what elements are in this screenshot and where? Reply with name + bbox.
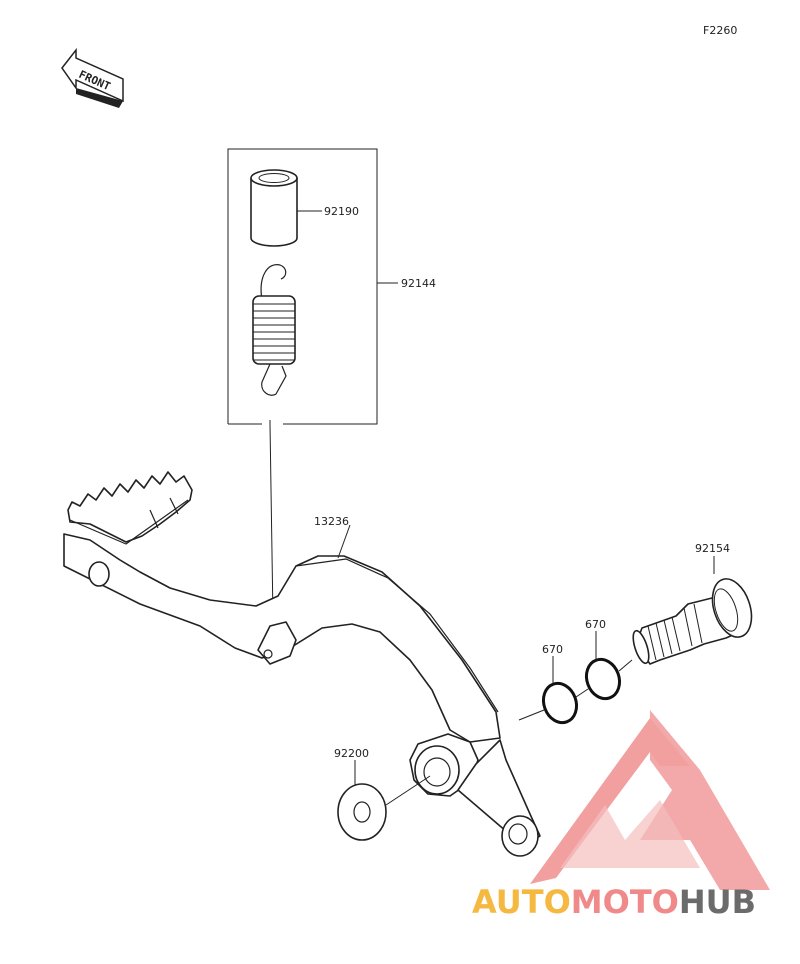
diagram-code: F2260 bbox=[703, 24, 737, 37]
label-92190: 92190 bbox=[324, 205, 359, 218]
spring-set-bracket bbox=[227, 148, 378, 425]
label-670-outer: 670 bbox=[585, 618, 606, 631]
pivot-bolt-92154 bbox=[632, 578, 753, 665]
watermark-word-hub: HUB bbox=[679, 883, 756, 921]
label-13236: 13236 bbox=[314, 515, 349, 528]
watermark-word-moto: MOTO bbox=[571, 883, 679, 921]
label-92144: 92144 bbox=[401, 277, 436, 290]
watermark-text: AUTOMOTOHUB bbox=[472, 883, 756, 921]
return-spring bbox=[252, 264, 296, 424]
svg-text:AUTOMOTOHUB: AUTOMOTOHUB bbox=[472, 883, 756, 921]
brake-pedal-13236 bbox=[63, 471, 541, 857]
watermark-word-auto: AUTO bbox=[472, 883, 571, 921]
label-670-inner: 670 bbox=[542, 643, 563, 656]
label-92154: 92154 bbox=[695, 542, 730, 555]
watermark-logo-icon bbox=[530, 710, 770, 890]
label-92200: 92200 bbox=[334, 747, 369, 760]
oring-670-inner bbox=[541, 681, 579, 725]
collar-92190 bbox=[250, 169, 298, 247]
oring-670-outer bbox=[584, 657, 622, 701]
front-arrow-icon: FRONT bbox=[61, 47, 124, 108]
washer-92200 bbox=[337, 783, 387, 841]
